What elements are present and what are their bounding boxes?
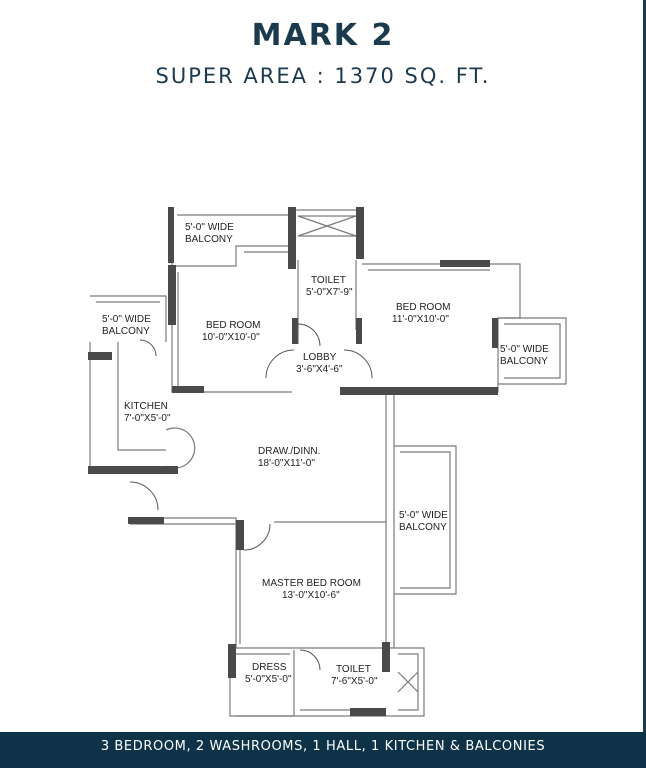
balcony-right-size: BALCONY (500, 356, 548, 367)
bedroom-right-size: 11'-0"X10'-0" (392, 314, 449, 325)
balcony-right-name: 5'-0" WIDE (500, 344, 549, 355)
dress-size: 5'-0"X5'-0" (245, 674, 292, 685)
toilet-top-size: 5'-0"X7'-9" (306, 287, 353, 298)
draw-dinn-name: DRAW./DINN. (258, 446, 320, 457)
balcony-left-name: 5'-0" WIDE (102, 314, 151, 325)
master-bedroom-size: 13'-0"X10'-6" (282, 590, 340, 601)
page-title: MARK 2 (251, 18, 395, 53)
room-labels: 5'-0" WIDE BALCONY 5'-0" WIDE BALCONY 5'… (102, 222, 549, 687)
toilet-bottom-size: 7'-6"X5'-0" (331, 676, 378, 687)
page-edge-rule (643, 0, 646, 732)
kitchen-size: 7'-0"X5'-0" (124, 413, 171, 424)
draw-dinn-size: 18'-0"X11'-0" (258, 458, 315, 469)
bedroom-left-size: 10'-0"X10'-0" (202, 332, 260, 343)
toilet-top-name: TOILET (311, 275, 346, 286)
balcony-left-size: BALCONY (102, 326, 150, 337)
balcony-lower-right-name: 5'-0" WIDE (399, 510, 448, 521)
door-swings (129, 323, 373, 671)
page-subtitle: SUPER AREA : 1370 SQ. FT. (155, 64, 491, 88)
wall-outlines (89, 209, 567, 717)
wall-solid-segments (88, 207, 498, 716)
bedroom-left-name: BED ROOM (206, 320, 260, 331)
kitchen-name: KITCHEN (124, 401, 168, 412)
balcony-top-size: BALCONY (185, 234, 233, 245)
toilet-bottom-name: TOILET (336, 664, 371, 675)
dress-name: DRESS (252, 662, 287, 673)
balcony-lower-right-size: BALCONY (399, 522, 447, 533)
bedroom-right-name: BED ROOM (396, 302, 450, 313)
lobby-name: LOBBY (303, 352, 337, 363)
master-bedroom-name: MASTER BED ROOM (262, 578, 361, 589)
balcony-top-name: 5'-0" WIDE (185, 222, 234, 233)
summary-footer: 3 BEDROOM, 2 WASHROOMS, 1 HALL, 1 KITCHE… (0, 732, 646, 768)
lobby-size: 3'-6"X4'-6" (296, 364, 343, 375)
